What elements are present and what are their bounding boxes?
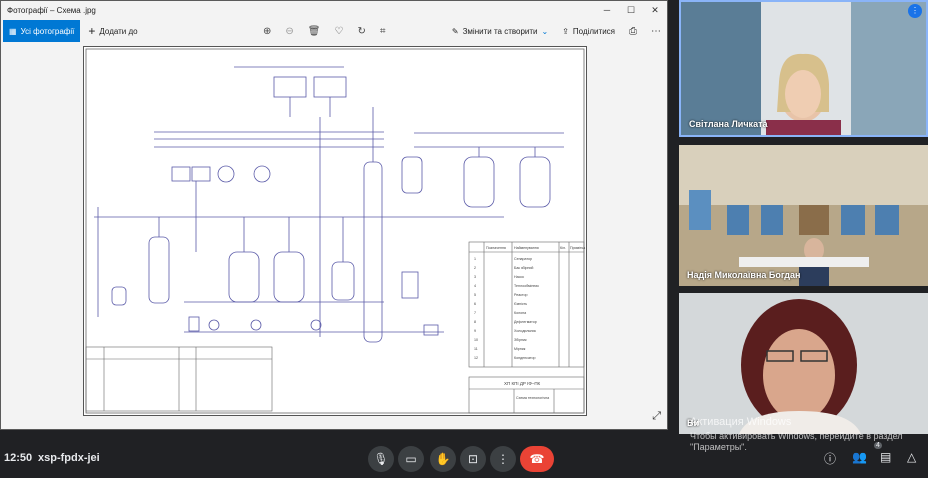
end-call-button[interactable]: ☎ [520,446,554,472]
delete-icon[interactable]: 🗑 [307,25,321,37]
spec-header-1: Позначення [486,246,506,250]
add-to-label: Додати до [99,26,138,36]
spec-row: Конденсатор [514,356,535,360]
image-tools: ⊕ ⊖ 🗑 ♡ ↻ ⌗ [263,26,385,37]
meeting-time: 12:50 [4,452,33,464]
stamp-subtitle: Схема технологічна [516,396,549,400]
stamp-title: ХП КПІ ДР ІФ–ПК [504,381,541,386]
fullscreen-icon[interactable]: ⤢ [652,410,661,422]
image-canvas: Позначення Найменування Кіл. Примітка 1 … [1,43,667,429]
title-bar: Фотографії – Схема .jpg ─ ☐ ✕ [1,1,667,19]
activation-watermark-text: Чтобы активировать Windows, перейдите в … [690,431,903,452]
participant-video [679,145,928,286]
speaking-indicator-icon: ⋮ [908,4,922,18]
info-icon[interactable]: ⓘ [824,452,837,466]
share-icon: ⇪ [562,26,569,36]
spec-row: 1 [474,257,476,261]
spec-row: Дефлегматор [514,320,537,324]
zoom-out-icon[interactable]: ⊖ [285,25,294,37]
participant-name: Надія Миколаївна Богдан [687,270,801,280]
chat-icon[interactable]: ▤ [880,450,892,464]
spec-row: 9 [474,329,476,333]
participant-tile-1[interactable]: ⋮ Світлана Личката [679,0,928,137]
spec-row: Колона [514,311,526,315]
activities-icon[interactable]: △ [907,450,917,464]
edit-create-button[interactable]: ✎ Змінити та створити ⌄ [452,27,548,36]
photos-window: Фотографії – Схема .jpg ─ ☐ ✕ ▦ Усі фото… [0,0,668,430]
spec-row: Сепаратор [514,257,532,261]
more-icon[interactable]: ⋯ [651,25,661,37]
edit-create-label: Змінити та створити [462,26,538,36]
participant-name: Світлана Личката [689,119,768,129]
all-photos-button[interactable]: ▦ Усі фотографії [3,20,81,42]
participant-video [679,293,928,434]
spec-row: 4 [474,284,476,288]
more-options-button[interactable]: ⋮ [490,446,516,472]
gallery-icon: ▦ [9,26,17,36]
print-icon[interactable]: ⎙ [629,25,637,37]
spec-row: 5 [474,293,476,297]
spec-row: 11 [474,347,478,351]
spec-row: 8 [474,320,476,324]
all-photos-label: Усі фотографії [20,26,75,36]
plus-icon: + [88,24,96,38]
participant-name: Ви [687,418,700,428]
spec-row: Реактор [514,293,527,297]
favorite-icon[interactable]: ♡ [334,25,344,37]
participant-tile-2[interactable]: Надія Миколаївна Богдан [679,145,928,286]
spec-row: Холодильник [514,329,536,333]
raise-hand-button[interactable]: ✋ [430,446,456,472]
spec-row: 12 [474,356,478,360]
schematic-drawing: Позначення Найменування Кіл. Примітка 1 … [83,46,587,416]
spec-row: 3 [474,275,476,279]
meet-control-bar: 12:50 xsp-fpdx-jei 🎙 ▭ ✋ ⊡ ⋮ ☎ ⓘ 👥 ▤ △ [0,440,928,478]
meeting-code: xsp-fpdx-jei [38,452,100,464]
crop-icon[interactable]: ⌗ [379,25,386,37]
spec-row: Бак збірний [514,266,533,270]
add-to-button[interactable]: + Додати до [88,24,137,38]
spec-header-4: Примітка [570,246,585,250]
zoom-in-icon[interactable]: ⊕ [263,25,272,37]
maximize-button[interactable]: ☐ [626,5,636,15]
spec-row: Ємність [514,302,527,306]
camera-button[interactable]: ▭ [398,446,424,472]
process-diagram: Позначення Найменування Кіл. Примітка 1 … [85,48,585,414]
chevron-down-icon: ⌄ [541,26,549,36]
spec-row: 10 [474,338,478,342]
spec-row: Збірник [514,338,527,342]
spec-row: Мірник [514,347,526,351]
present-button[interactable]: ⊡ [460,446,486,472]
rotate-icon[interactable]: ↻ [357,25,366,37]
spec-header-2: Найменування [514,246,539,250]
spec-row: 7 [474,311,476,315]
participant-tile-self[interactable]: Ви [679,293,928,434]
photos-toolbar: ▦ Усі фотографії + Додати до ⊕ ⊖ 🗑 ♡ ↻ ⌗… [1,19,667,43]
share-label: Поділитися [572,26,615,36]
edit-icon: ✎ [451,26,459,36]
people-icon[interactable]: 👥 [852,450,867,464]
participant-count-badge: 4 [874,442,882,449]
activation-watermark-title: Активация Windows [690,416,792,428]
spec-row: 6 [474,302,476,306]
spec-header-3: Кіл. [560,246,566,250]
microphone-button[interactable]: 🎙 [368,446,394,472]
participant-video [681,2,926,135]
spec-row: Теплообмінник [514,284,539,288]
share-button[interactable]: ⇪ Поділитися [562,27,615,36]
spec-row: Насос [514,275,524,279]
minimize-button[interactable]: ─ [603,5,611,15]
close-button[interactable]: ✕ [651,5,659,15]
right-tools: ✎ Змінити та створити ⌄ ⇪ Поділитися ⎙ ⋯ [452,26,661,37]
window-title: Фотографії – Схема .jpg [7,5,96,15]
spec-row: 2 [474,266,476,270]
